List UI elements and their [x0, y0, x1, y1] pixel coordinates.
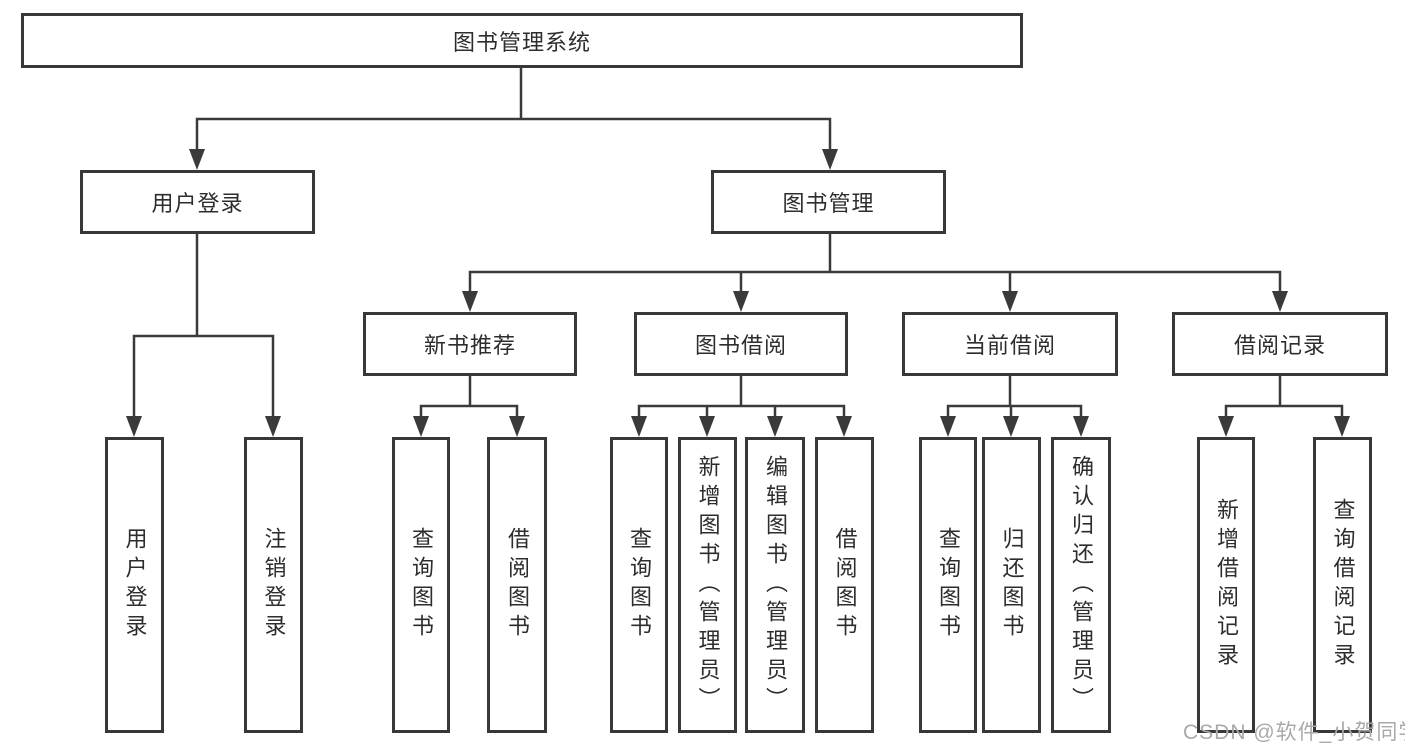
- node-label: 当前借阅: [963, 333, 1056, 358]
- leaf-label: 查询图书: [936, 527, 961, 643]
- node-label: 用户登录: [151, 191, 244, 216]
- leaf-borrow-book-borrow: 借阅图书: [815, 437, 874, 733]
- node-label: 图书管理: [782, 191, 875, 216]
- leaf-logout: 注销登录: [244, 437, 303, 733]
- leaf-label: 用户登录: [122, 527, 148, 643]
- node-label: 新书推荐: [423, 333, 516, 358]
- leaf-label: 查询图书: [409, 527, 434, 643]
- leaf-label: 查询借阅记录: [1330, 498, 1356, 672]
- node-borrow-records: 借阅记录: [1172, 312, 1388, 376]
- leaf-label: 注销登录: [261, 527, 287, 643]
- leaf-add-book-admin: 新增图书（管理员）: [678, 437, 737, 733]
- leaf-add-borrow-record: 新增借阅记录: [1197, 437, 1255, 733]
- leaf-query-book-borrow: 查询图书: [610, 437, 668, 733]
- leaf-query-book-newrec: 查询图书: [392, 437, 450, 733]
- node-new-book-recommend: 新书推荐: [363, 312, 577, 376]
- node-user-login: 用户登录: [80, 170, 315, 234]
- leaf-query-book-current: 查询图书: [919, 437, 977, 733]
- node-book-management: 图书管理: [711, 170, 946, 234]
- leaf-label: 查询图书: [627, 527, 652, 643]
- leaf-label: 编辑图书（管理员）: [763, 454, 788, 716]
- node-current-borrow: 当前借阅: [902, 312, 1118, 376]
- node-label: 图书借阅: [694, 333, 787, 358]
- node-root-library-system: 图书管理系统: [21, 13, 1023, 68]
- node-label: 图书管理系统: [452, 29, 591, 55]
- leaf-label: 借阅图书: [832, 527, 858, 643]
- leaf-label: 新增图书（管理员）: [695, 454, 721, 716]
- node-label: 借阅记录: [1233, 333, 1326, 358]
- leaf-label: 借阅图书: [505, 527, 530, 643]
- leaf-user-login: 用户登录: [105, 437, 164, 733]
- leaf-borrow-book-newrec: 借阅图书: [487, 437, 547, 733]
- node-book-borrow: 图书借阅: [634, 312, 848, 376]
- leaf-label: 新增借阅记录: [1214, 498, 1239, 672]
- leaf-label: 确认归还（管理员）: [1069, 454, 1094, 716]
- leaf-label: 归还图书: [999, 527, 1025, 643]
- leaf-edit-book-admin: 编辑图书（管理员）: [745, 437, 805, 733]
- leaf-query-borrow-record: 查询借阅记录: [1313, 437, 1372, 733]
- leaf-return-book: 归还图书: [982, 437, 1041, 733]
- csdn-watermark: CSDN @软件_小贺同学: [1183, 721, 1405, 744]
- leaf-confirm-return-admin: 确认归还（管理员）: [1051, 437, 1111, 733]
